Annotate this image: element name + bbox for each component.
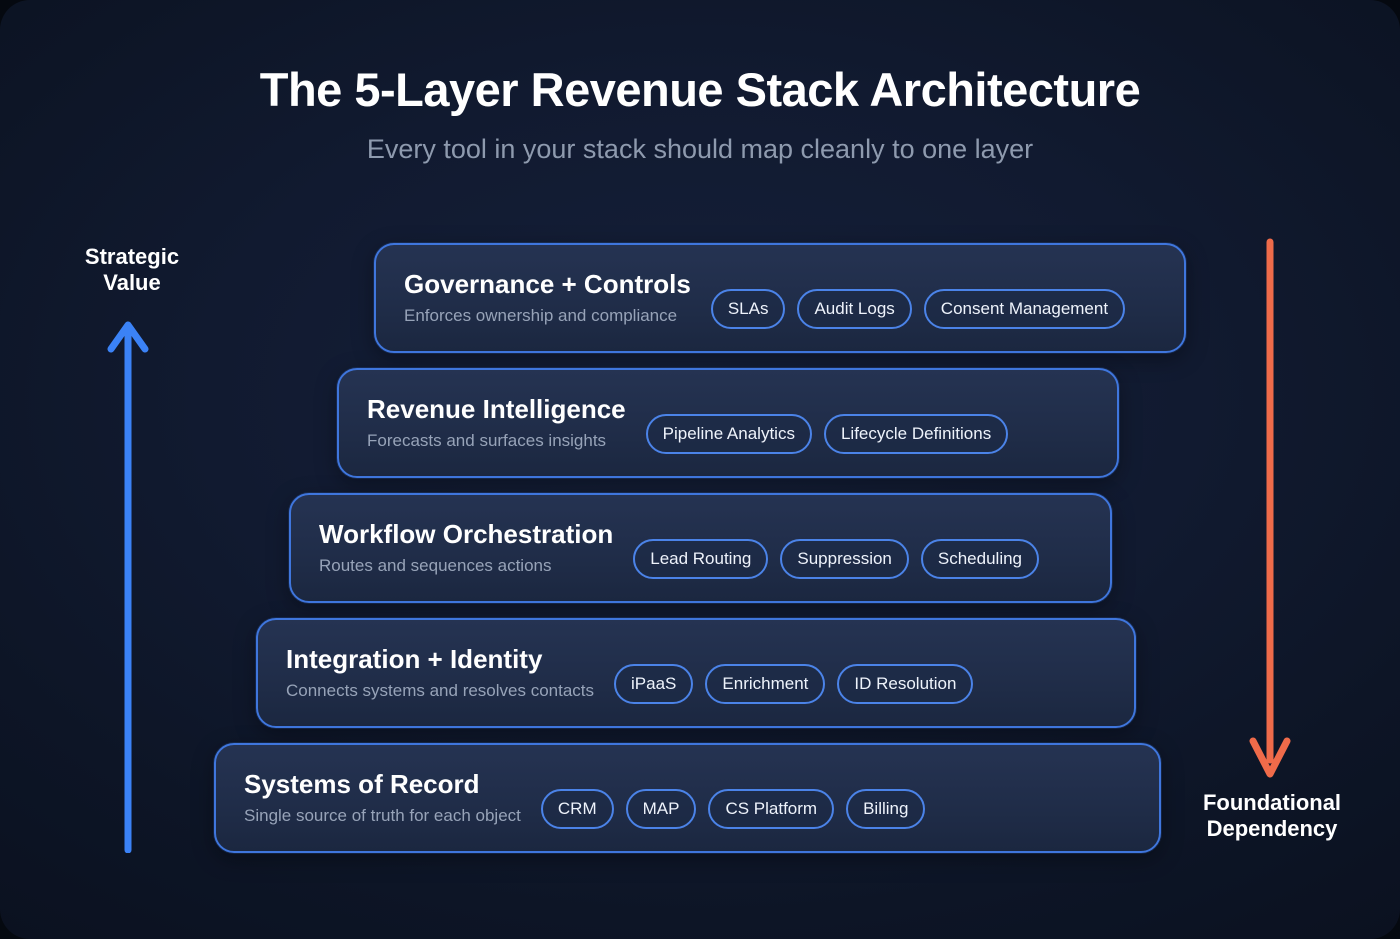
tag-pill[interactable]: Lifecycle Definitions (823, 414, 1009, 454)
page-subtitle: Every tool in your stack should map clea… (366, 133, 1034, 164)
tag-pill[interactable]: MAP (625, 789, 697, 829)
tag-pill[interactable]: Suppression (780, 539, 909, 579)
layer-title: Workflow Orchestration (319, 518, 614, 549)
layer-title: Integration + Identity (286, 643, 543, 674)
tag-pill[interactable]: iPaaS (614, 664, 694, 704)
tag-pill[interactable]: Audit Logs (797, 289, 912, 329)
layer-tag-group: iPaaS Enrichment ID Resolution (614, 642, 974, 704)
tag-pill[interactable]: Scheduling (920, 539, 1040, 579)
header: The 5-Layer Revenue Stack Architecture E… (0, 63, 1400, 165)
layer-description: Enforces ownership and compliance (404, 305, 678, 325)
tag-pill[interactable]: ID Resolution (837, 664, 974, 704)
arrow-down-icon (1246, 236, 1294, 781)
page-title: The 5-Layer Revenue Stack Architecture (259, 63, 1141, 116)
layer-description: Connects systems and resolves contacts (286, 680, 595, 700)
tag-pill[interactable]: Billing (846, 789, 926, 829)
arrow-up-icon (104, 318, 152, 854)
layer-title: Systems of Record (244, 768, 480, 799)
foundational-dependency-label: Foundational Dependency (1202, 790, 1342, 842)
layer-tag-group: CRM MAP CS Platform Billing (540, 767, 926, 829)
tag-pill[interactable]: Enrichment (705, 664, 826, 704)
layer-description: Forecasts and surfaces insights (367, 430, 607, 450)
tag-pill[interactable]: Lead Routing (633, 539, 769, 579)
tag-pill[interactable]: SLAs (710, 289, 786, 329)
layer-title: Revenue Intelligence (367, 393, 626, 424)
layer-tag-group: Lead Routing Suppression Scheduling (633, 517, 1040, 579)
tag-pill[interactable]: CRM (540, 789, 614, 829)
tag-pill[interactable]: Consent Management (923, 289, 1126, 329)
tag-pill[interactable]: CS Platform (708, 789, 835, 829)
layer-description: Single source of truth for each object (244, 805, 521, 825)
layer-tag-group: Pipeline Analytics Lifecycle Definitions (645, 392, 1009, 454)
layer-tag-group: SLAs Audit Logs Consent Management (710, 267, 1126, 329)
strategic-value-label: Strategic Value (84, 244, 180, 296)
layer-description: Routes and sequences actions (319, 555, 552, 575)
tag-pill[interactable]: Pipeline Analytics (645, 414, 812, 454)
layer-title: Governance + Controls (404, 268, 691, 299)
